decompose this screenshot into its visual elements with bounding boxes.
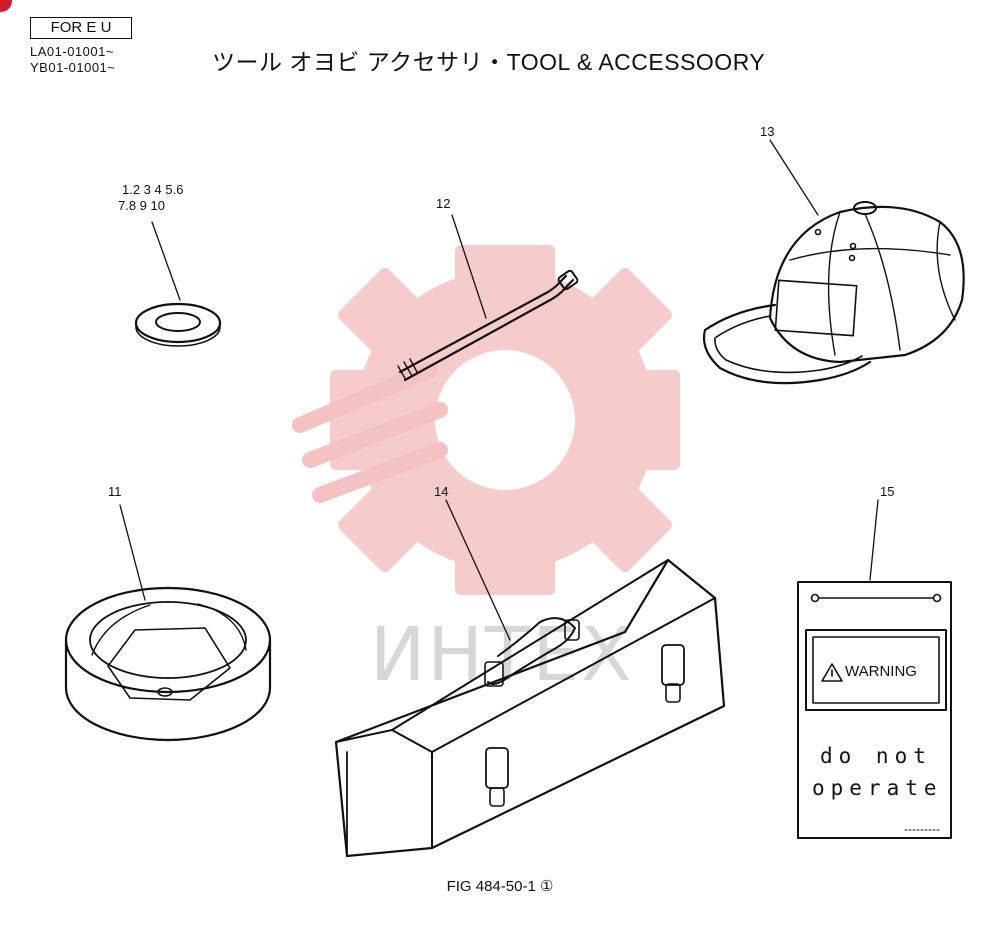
callout-toolbox: 14 (434, 484, 449, 499)
sheet-mark: ① (539, 878, 554, 895)
washer-part (134, 221, 222, 347)
tag-line-do-not: do not (820, 744, 932, 768)
figure-number: FIG 484-50-1 (446, 878, 536, 895)
serial-range-la: LA01-01001~ (30, 44, 114, 59)
callout-washer-line1: 1.2 3 4 5.6 (122, 182, 184, 197)
region-label: FOR E U (30, 17, 132, 39)
rod-part (397, 214, 579, 382)
serial-range-yb: YB01-01001~ (30, 60, 116, 75)
tag-part (797, 499, 952, 839)
callout-washer-line2: 7.8 9 10 (118, 198, 165, 213)
callout-rod: 12 (436, 196, 451, 211)
callout-cap: 13 (760, 124, 775, 139)
figure-caption: FIG 484-50-1 ① (0, 877, 1000, 895)
socket-part (64, 504, 272, 742)
tag-line-operate: operate (812, 776, 943, 800)
tag-warning-label: WARNING (845, 663, 917, 680)
page-title: ツール オヨビ アクセサリ・TOOL & ACCESSOORY (212, 49, 766, 75)
callout-tag: 15 (880, 484, 895, 499)
callout-socket: 11 (108, 484, 122, 499)
cap-part (702, 139, 965, 385)
toolbox-part (334, 499, 726, 858)
